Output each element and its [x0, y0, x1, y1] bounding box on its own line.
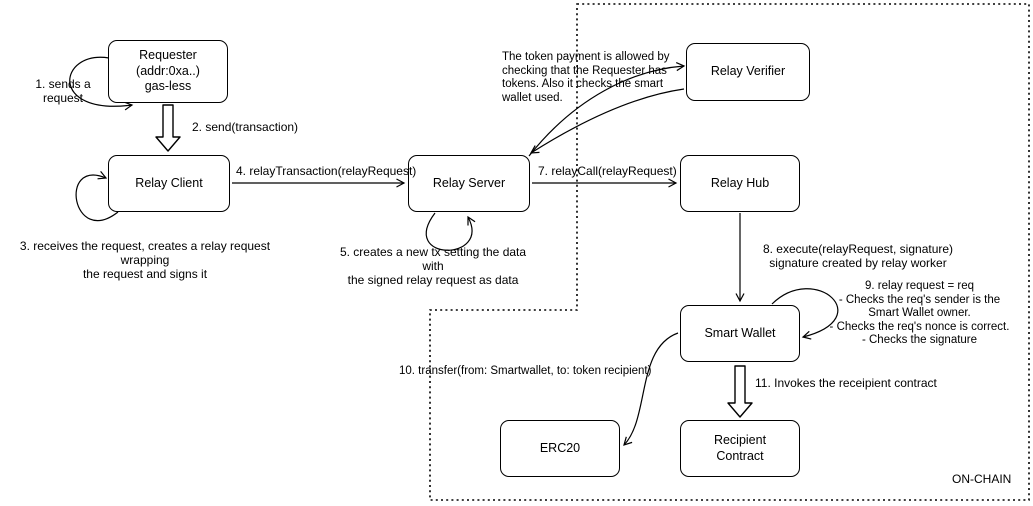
node-relay-hub-label: Relay Hub [710, 175, 770, 190]
label-step2: 2. send(transaction) [192, 120, 299, 134]
node-relay-client-label: Relay Client [135, 175, 203, 190]
node-smart-wallet-label: Smart Wallet [704, 325, 776, 340]
node-relay-server: Relay Server [408, 155, 530, 212]
label-step11: 11. Invokes the receipient contract [755, 376, 937, 390]
label-step7: 7. relayCall(relayRequest) [538, 164, 677, 178]
label-step5: 5. creates a new tx setting the data wit… [339, 245, 527, 288]
label-step9: 9. relay request = req - Checks the req'… [829, 280, 1010, 347]
arrow-step1-loop [69, 56, 134, 111]
label-step3: 3. receives the request, creates a relay… [19, 239, 271, 282]
node-relay-verifier-label: Relay Verifier [710, 64, 786, 79]
node-recipient-contract-label: Recipient Contract [713, 432, 767, 463]
label-step1: 1. sends a request [35, 77, 91, 106]
node-recipient-contract: Recipient Contract [680, 420, 800, 477]
arrow-verifier-to-server [529, 88, 685, 154]
node-requester: Requester (addr:0xa..) gas-less [108, 40, 228, 103]
node-requester-label: Requester (addr:0xa..) gas-less [136, 48, 200, 94]
label-token-note: The token payment is allowed by checking… [502, 51, 670, 104]
node-relay-verifier: Relay Verifier [686, 43, 810, 101]
node-relay-client: Relay Client [108, 155, 230, 212]
node-erc20: ERC20 [500, 420, 620, 477]
on-chain-boundary [429, 3, 1030, 501]
label-step10: 10. transfer(from: Smartwallet, to: toke… [399, 365, 652, 377]
node-erc20-label: ERC20 [539, 440, 581, 455]
node-smart-wallet: Smart Wallet [680, 305, 800, 362]
arrow-step5-loop [425, 212, 476, 251]
node-relay-server-label: Relay Server [432, 175, 506, 190]
arrow-step11-hollow [727, 365, 753, 418]
node-relay-hub: Relay Hub [680, 155, 800, 212]
arrow-step2-hollow [155, 104, 181, 152]
label-on-chain: ON-CHAIN [952, 472, 1012, 486]
label-step8: 8. execute(relayRequest, signature) sign… [762, 242, 954, 271]
arrow-step3-loop [75, 171, 119, 221]
arrow-server-to-verifier [528, 62, 686, 157]
arrow-step10 [623, 332, 679, 446]
label-step4: 4. relayTransaction(relayRequest) [236, 164, 417, 178]
arrow-step9-loop [771, 288, 839, 340]
